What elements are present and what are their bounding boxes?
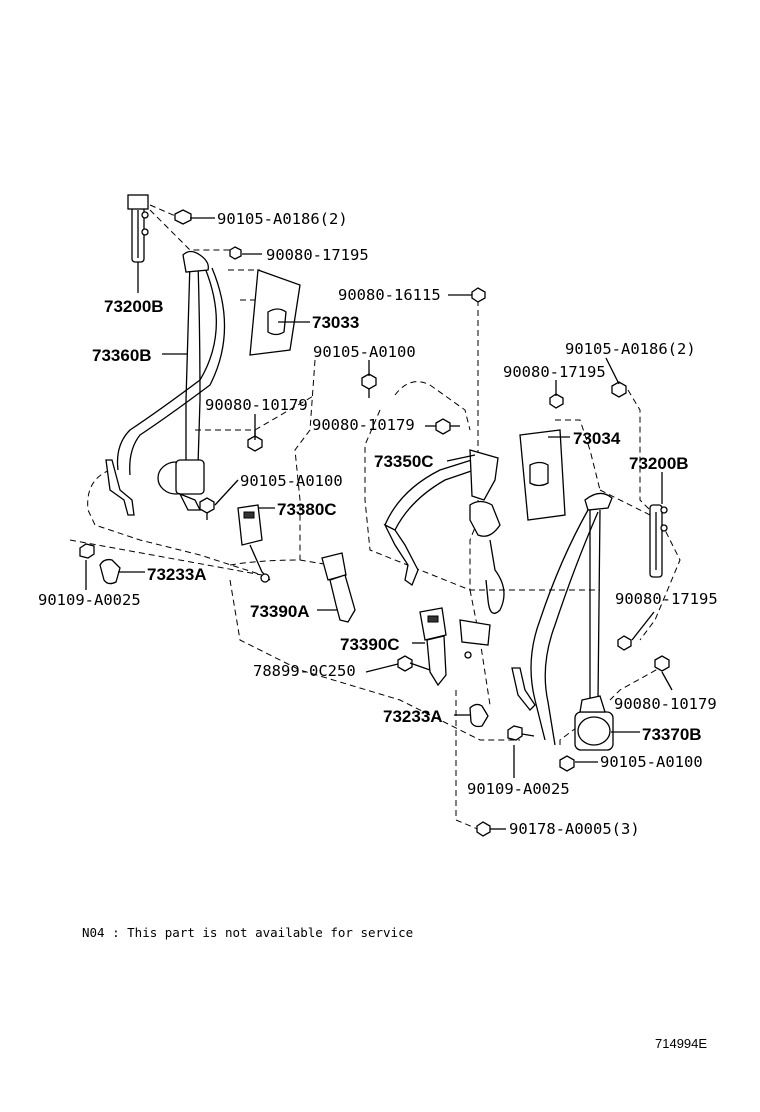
leader-lines xyxy=(85,217,673,830)
label-73390c: 73390C xyxy=(340,635,400,654)
label-90080-10179-mid: 90080-10179 xyxy=(312,416,415,434)
label-90080-10179-left: 90080-10179 xyxy=(205,396,308,414)
label-73200b-left: 73200B xyxy=(104,297,164,316)
retractor-assembly-left xyxy=(105,459,205,516)
label-73370b: 73370B xyxy=(642,725,702,744)
buckle-73390a xyxy=(321,552,356,623)
label-90080-17195-mid: 90080-17195 xyxy=(503,363,606,381)
label-90105-a0100-right: 90105-A0100 xyxy=(600,753,703,771)
label-73350c: 73350C xyxy=(374,452,434,471)
label-73200b-right: 73200B xyxy=(629,454,689,473)
bolt-90080-10179-mid xyxy=(435,418,460,435)
bolt-90105-a0186-right xyxy=(611,381,627,398)
label-90109-a0025-left: 90109-A0025 xyxy=(38,591,141,609)
diagram-reference-number: 714994E xyxy=(655,1036,708,1051)
collar-90109-a0025-left xyxy=(79,543,95,559)
part-labels: 90105-A0186(2) 90080-17195 73200B 73033 … xyxy=(38,210,718,838)
collar-90109-a0025-right xyxy=(507,725,535,741)
label-90105-a0100-left: 90105-A0100 xyxy=(240,472,343,490)
nut-90080-17195-right xyxy=(617,635,632,651)
bolt-90105-a0100-top xyxy=(361,373,377,398)
bolt-90105-a0100-left xyxy=(199,497,215,520)
label-73360b: 73360B xyxy=(92,346,152,365)
shoulder-anchor-adjuster-left xyxy=(127,194,181,263)
seat-belt-webbing-right xyxy=(511,492,613,746)
label-73033: 73033 xyxy=(312,313,359,332)
bolt-90105-a0186-left xyxy=(174,209,192,225)
retractor-assembly-right xyxy=(574,695,614,751)
cover-73233a-left xyxy=(99,558,121,585)
bolt-90105-a0100-right xyxy=(559,755,575,772)
label-90080-10179-right: 90080-10179 xyxy=(614,695,717,713)
label-90105-a0186-2-right: 90105-A0186(2) xyxy=(565,340,696,358)
label-90105-a0100-top: 90105-A0100 xyxy=(313,343,416,361)
buckle-73390c xyxy=(419,607,447,687)
shoulder-anchor-adjuster-right xyxy=(649,504,668,578)
assembly-outline-right xyxy=(555,389,681,701)
nut-90080-17195-left xyxy=(229,246,242,260)
label-73233a-right: 73233A xyxy=(383,707,443,726)
label-90080-17195-right: 90080-17195 xyxy=(615,590,718,608)
buckle-73380c xyxy=(237,504,271,583)
nut-90080-17195-mid xyxy=(549,393,564,409)
label-73380c: 73380C xyxy=(277,500,337,519)
seat-belt-webbing-left xyxy=(116,250,226,476)
assembly-outline-center xyxy=(229,300,600,831)
pillar-cover-73034 xyxy=(519,429,566,521)
pillar-cover-73033 xyxy=(249,269,301,356)
label-73390a: 73390A xyxy=(250,602,310,621)
bolt-78899-0c250 xyxy=(397,655,431,672)
center-belt-73350c xyxy=(383,449,505,659)
label-90105-a0186-2-left: 90105-A0186(2) xyxy=(217,210,348,228)
label-78899-0c250: 78899-0C250 xyxy=(253,662,356,680)
label-90178-a0005-3: 90178-A0005(3) xyxy=(509,820,640,838)
label-90080-17195-left: 90080-17195 xyxy=(266,246,369,264)
cover-73233a-right xyxy=(469,703,489,728)
label-73034: 73034 xyxy=(573,429,621,448)
label-73233a-left: 73233A xyxy=(147,565,207,584)
nut-90178-a0005 xyxy=(476,821,491,837)
service-note: N04 : This part is not available for ser… xyxy=(82,925,414,940)
label-90080-16115: 90080-16115 xyxy=(338,286,441,304)
label-90109-a0025-right: 90109-A0025 xyxy=(467,780,570,798)
bolt-90080-16115 xyxy=(471,287,486,303)
bolt-90080-10179-right xyxy=(654,655,670,672)
